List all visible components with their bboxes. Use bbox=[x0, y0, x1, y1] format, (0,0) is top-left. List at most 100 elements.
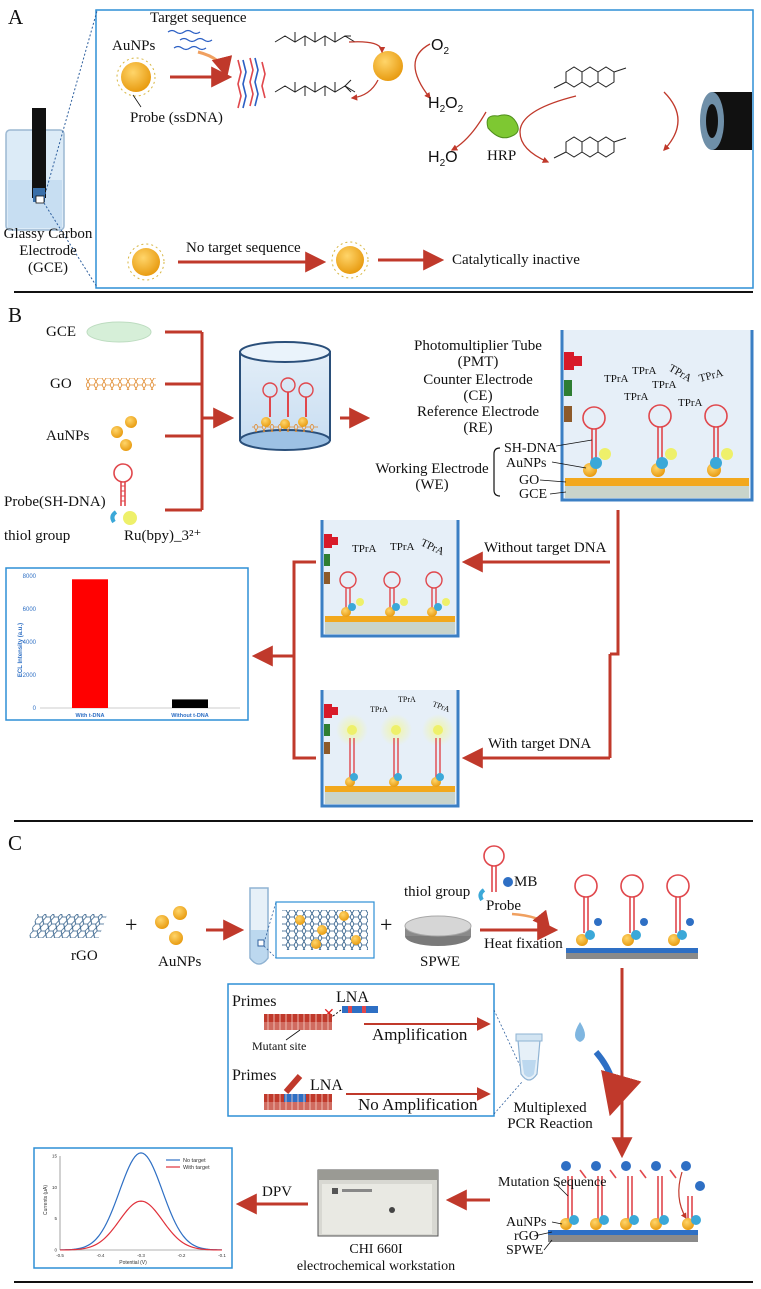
arrow-o2-h2o2 bbox=[414, 43, 431, 100]
tpra-w-2: TPrA bbox=[398, 695, 416, 704]
gce-disc bbox=[86, 321, 152, 343]
pcr-tube bbox=[515, 1033, 543, 1081]
ecl-cell-main bbox=[560, 330, 754, 502]
probe-ssdna-label: Probe (ssDNA) bbox=[130, 110, 223, 126]
bar-chart-ytick: 4000 bbox=[23, 640, 37, 646]
template-dna-1 bbox=[264, 1014, 332, 1030]
zoom-line-pcr2 bbox=[493, 1081, 523, 1115]
panel-a-frame bbox=[95, 9, 754, 289]
ecl-cell-with-target bbox=[320, 690, 460, 808]
arrow-electrode-cycle bbox=[663, 91, 679, 151]
droplet-icon bbox=[575, 1022, 585, 1042]
tpra-7: TPrA bbox=[678, 397, 703, 409]
sh-dna-layer-label: SH-DNA bbox=[504, 441, 558, 456]
tpra-w-1: TPrA bbox=[370, 705, 388, 714]
spwe-label-c: SPWE bbox=[420, 954, 460, 970]
tpra-2: TPrA bbox=[632, 365, 657, 377]
tpra-wo-1: TPrA bbox=[352, 543, 377, 555]
tpra-5: TPrA bbox=[652, 379, 677, 391]
redox-molecule-reduced bbox=[553, 136, 627, 159]
o2-label: O2 bbox=[431, 37, 449, 57]
aunps-particles-b bbox=[111, 416, 137, 451]
arrow-probe-in bbox=[511, 909, 551, 929]
dpv-xtick: -0.1 bbox=[218, 1253, 226, 1258]
heat-label: Heat fixation bbox=[484, 936, 563, 952]
split-line bbox=[610, 510, 620, 656]
inactive-label: Catalytically inactive bbox=[452, 252, 580, 268]
merge-bracket bbox=[292, 560, 316, 760]
mutation-pointer bbox=[555, 1183, 569, 1197]
bar-chart-ylabel: ECL Intensity (a.u.) bbox=[18, 623, 24, 677]
arrow-glucose-in bbox=[348, 41, 386, 54]
electrochemical-workstation bbox=[317, 1169, 439, 1237]
mismatch-cross-icon: ✕ bbox=[323, 1005, 335, 1021]
re-label-2: (RE) bbox=[463, 420, 492, 436]
mutation-sequence-label: Mutation Sequence bbox=[498, 1175, 606, 1190]
panel-a-label: A bbox=[8, 5, 24, 29]
aunp-bare-1 bbox=[127, 243, 165, 281]
zoom-line-c1 bbox=[263, 901, 277, 944]
bar-chart-frame bbox=[5, 567, 249, 721]
lna-label-1: LNA bbox=[336, 989, 369, 1006]
electrode-tip bbox=[700, 92, 752, 150]
ecl-bar-chart: ECL Intensity (a.u.) 02000400060008000Wi… bbox=[5, 567, 249, 721]
probe-hairpin-c bbox=[478, 845, 513, 902]
beaker-gce bbox=[5, 108, 65, 231]
dpv-legend-label: With target bbox=[183, 1165, 210, 1171]
combine-bracket bbox=[165, 330, 204, 512]
pmt-label-2: (PMT) bbox=[458, 354, 499, 370]
spwe-disc bbox=[404, 915, 472, 946]
go-layer-label: GO bbox=[519, 473, 539, 488]
no-amplification-label: No Amplification bbox=[358, 1095, 478, 1114]
aunps-particles-c bbox=[155, 906, 187, 945]
we-label-1: Working Electrode bbox=[375, 461, 489, 477]
probe-label-c: Probe bbox=[486, 898, 521, 914]
gce-label-line1: Glassy Carbon bbox=[4, 226, 93, 242]
arrow-target-in bbox=[197, 50, 233, 79]
dpv-xtick: -0.3 bbox=[137, 1253, 145, 1258]
arrow-hrp-cycle bbox=[519, 95, 577, 163]
aunps-label-a: AuNPs bbox=[112, 38, 156, 54]
thiol-label-b: thiol group bbox=[4, 528, 70, 544]
layer-pointers-c bbox=[533, 1221, 563, 1251]
bar-chart-ytick: 6000 bbox=[23, 607, 37, 613]
aunp-catalyst bbox=[373, 51, 403, 81]
mutant-pointer bbox=[285, 1029, 301, 1041]
probe-pointer bbox=[132, 94, 142, 108]
bar-chart-category-label: Without t-DNA bbox=[171, 713, 209, 719]
dpv-xtick: -0.4 bbox=[97, 1253, 105, 1258]
tpra-1: TPrA bbox=[604, 373, 629, 385]
re-label-1: Reference Electrode bbox=[417, 404, 539, 420]
panel-b-label: B bbox=[8, 303, 22, 327]
gce-label-line3: (GCE) bbox=[28, 260, 68, 276]
panel-c-label: C bbox=[8, 831, 22, 855]
we-brace bbox=[493, 447, 501, 497]
thiol-label-c: thiol group bbox=[404, 884, 470, 900]
probe-hairpin-b bbox=[110, 463, 137, 525]
dpv-ytick: 5 bbox=[54, 1216, 57, 1221]
hybridized-electrode-c bbox=[548, 1161, 705, 1242]
mutant-site-label: Mutant site bbox=[252, 1039, 306, 1053]
ce-label-2: (CE) bbox=[463, 388, 492, 404]
bar-chart-ytick: 0 bbox=[33, 706, 37, 712]
lna-label-2: LNA bbox=[310, 1077, 343, 1094]
spwe-layer-c: SPWE bbox=[506, 1243, 543, 1258]
arrow-pcr-to-electrode bbox=[593, 1050, 642, 1117]
mismatch-dots bbox=[332, 1009, 342, 1017]
arrow-gluconic-out bbox=[350, 79, 379, 101]
hrp-enzyme bbox=[486, 114, 519, 139]
bar bbox=[172, 699, 208, 708]
tpra-6: TPrA bbox=[624, 391, 649, 403]
without-target-label: Without target DNA bbox=[484, 540, 607, 556]
no-target-label: No target sequence bbox=[186, 240, 301, 256]
probe-item-label: Probe(SH-DNA) bbox=[4, 494, 106, 510]
gce-item-label: GCE bbox=[46, 324, 76, 340]
target-sequence-label: Target sequence bbox=[150, 10, 247, 26]
zoom-line-c2 bbox=[263, 945, 277, 959]
go-sheet bbox=[86, 378, 156, 390]
redox-molecule-oxidized bbox=[553, 66, 627, 89]
rgo-sheet bbox=[28, 914, 108, 938]
primes-label-1: Primes bbox=[232, 993, 276, 1010]
mixing-tube-c bbox=[249, 887, 269, 965]
